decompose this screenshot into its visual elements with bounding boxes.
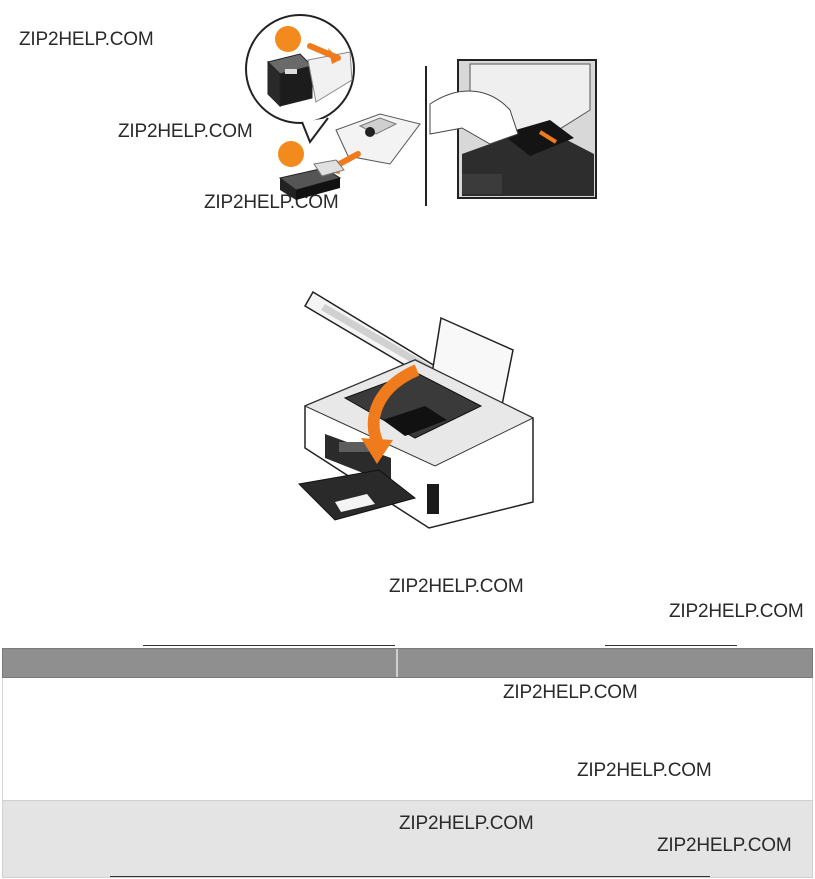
table-row	[2, 800, 813, 878]
step-marker-1	[275, 26, 301, 52]
watermark-text: ZIP2HELP.COM	[669, 601, 804, 622]
table-row	[2, 678, 813, 800]
watermark-text: ZIP2HELP.COM	[19, 29, 154, 50]
watermark-text: ZIP2HELP.COM	[503, 682, 638, 703]
rule-line	[605, 645, 737, 646]
watermark-text: ZIP2HELP.COM	[389, 576, 524, 597]
step-marker-2	[278, 141, 304, 167]
watermark-text: ZIP2HELP.COM	[118, 121, 253, 142]
column-divider	[396, 649, 398, 677]
printer-carriage-photo	[429, 59, 597, 199]
rule-line	[110, 876, 710, 877]
watermark-text: ZIP2HELP.COM	[399, 813, 534, 834]
cartridge-install-illustration	[245, 14, 597, 206]
close-lid-arrow-icon	[367, 364, 420, 449]
ink-cartridge-icon	[278, 159, 345, 200]
rule-line	[143, 645, 395, 646]
ink-cartridge-icon	[267, 53, 313, 108]
table-header	[2, 648, 813, 678]
watermark-text: ZIP2HELP.COM	[657, 835, 792, 856]
watermark-text: ZIP2HELP.COM	[577, 760, 712, 781]
printer-icon	[297, 290, 535, 529]
